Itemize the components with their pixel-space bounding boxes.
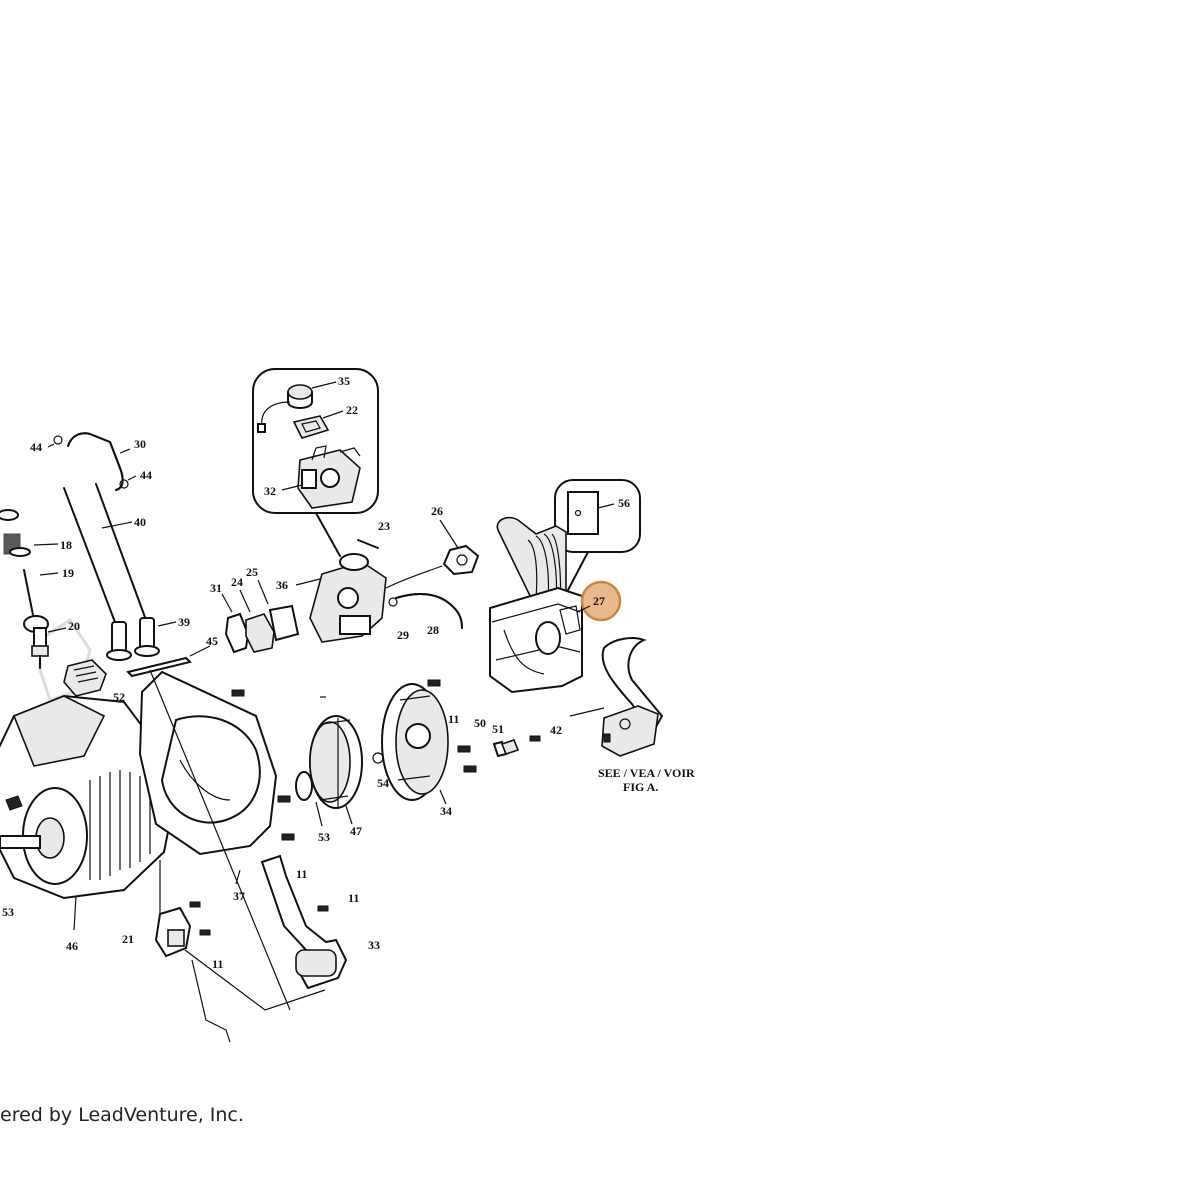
callout-52: 52: [113, 690, 125, 704]
callout-11-upper: 11: [448, 712, 459, 726]
svg-text:FIG A.: FIG A.: [623, 780, 658, 794]
callout-32: 32: [264, 484, 276, 498]
callout-22: 22: [346, 403, 358, 417]
callout-45: 45: [206, 634, 218, 648]
callout-46: 46: [66, 939, 78, 953]
callout-34: 34: [440, 804, 452, 818]
callout-11-switch: 11: [212, 957, 223, 971]
callout-54: 54: [377, 776, 389, 790]
callout-30: 30: [134, 437, 146, 451]
callout-50: 50: [474, 716, 486, 730]
callout-53-engine: 53: [2, 905, 14, 919]
highlighted-callout-27[interactable]: 27: [576, 580, 622, 622]
callout-51: 51: [492, 722, 504, 736]
callout-25: 25: [246, 565, 258, 579]
ignition-coil: [260, 854, 348, 990]
recoil-starter: [372, 679, 477, 805]
valve-lifters: [106, 617, 177, 661]
ignition-switch: [154, 901, 231, 1043]
callout-31: 31: [210, 581, 222, 595]
callout-24: 24: [231, 575, 243, 589]
callout-21: 21: [122, 932, 134, 946]
flywheel: [295, 715, 363, 827]
callout-47: 47: [350, 824, 362, 838]
footer-credit: ered by LeadVenture, Inc.: [0, 1104, 244, 1126]
callout-44-lower: 44: [140, 468, 152, 482]
valve-parts: [0, 509, 67, 669]
callout-27: 27: [593, 594, 605, 608]
rocker-arm: [63, 659, 107, 697]
stop-switch-parts: [492, 735, 541, 758]
callout-56: 56: [618, 496, 630, 510]
dipstick: [126, 645, 211, 678]
label-detail-inset: [554, 479, 641, 553]
carburetor-detail-inset: [252, 368, 379, 514]
callout-37: 37: [233, 889, 245, 903]
callout-20: 20: [68, 619, 80, 633]
blower-housing: [138, 669, 295, 1011]
callout-29: 29: [397, 628, 409, 642]
callout-23: 23: [378, 519, 390, 533]
callout-labels: 35 22 32 23 26 56 44 30 44 40 18 19 36 3…: [2, 374, 630, 971]
see-fig-note: SEE / VEA / VOIR FIG A.: [598, 766, 695, 794]
callout-26: 26: [431, 504, 443, 518]
breather-tube: [47, 432, 137, 491]
callout-39: 39: [178, 615, 190, 629]
callout-18: 18: [60, 538, 72, 552]
callout-42: 42: [550, 723, 562, 737]
carburetor: [295, 539, 443, 643]
exhaust-gasket: [439, 519, 480, 576]
callout-11-right: 11: [348, 891, 359, 905]
callout-35: 35: [338, 374, 350, 388]
spark-arrestor-bracket: [569, 637, 664, 757]
engine-block: [0, 694, 176, 931]
callout-44-top: 44: [30, 440, 42, 454]
callout-28: 28: [427, 623, 439, 637]
intake-gaskets: [221, 579, 300, 654]
callout-33: 33: [368, 938, 380, 952]
fuel-line: [388, 593, 463, 629]
callout-36: 36: [276, 578, 288, 592]
muffler-assembly: [489, 516, 583, 694]
callout-11-coil: 11: [296, 867, 307, 881]
callout-19: 19: [62, 566, 74, 580]
callout-40: 40: [134, 515, 146, 529]
push-rods: [63, 483, 147, 631]
svg-text:SEE / VEA / VOIR: SEE / VEA / VOIR: [598, 766, 695, 780]
callout-53-flywheel: 53: [318, 830, 330, 844]
